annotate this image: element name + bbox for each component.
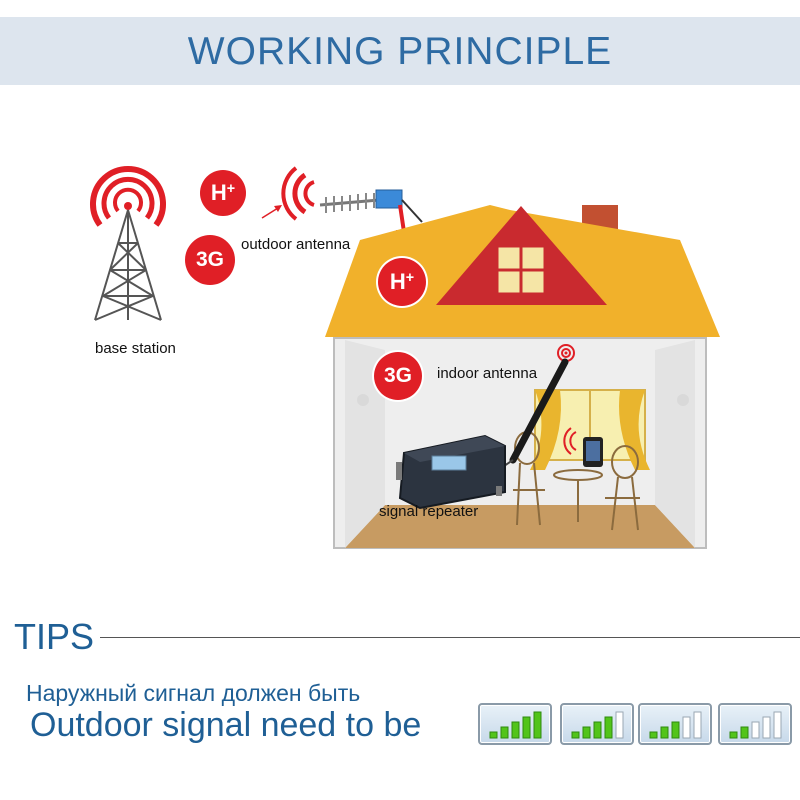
- title-banner: [0, 17, 800, 85]
- working-principle-diagram: [90, 166, 720, 549]
- signal-repeater-label: signal repeater: [379, 503, 479, 520]
- 3g-badge-outdoor: 3G: [185, 235, 235, 285]
- signal-strength-icon: [478, 703, 552, 745]
- signal-strength-icon: [638, 703, 712, 745]
- 3g-badge-indoor: 3G: [374, 352, 422, 400]
- signal-repeater-icon: [396, 434, 506, 510]
- signal-bar: [582, 726, 591, 739]
- outdoor-antenna-icon: [319, 189, 423, 223]
- page-title: WORKING PRINCIPLE: [187, 30, 613, 73]
- signal-bar: [671, 721, 680, 739]
- hplus-badge-outdoor: H+: [200, 170, 246, 216]
- signal-bar: [604, 716, 613, 739]
- signal-bar: [500, 726, 509, 739]
- signal-bar: [571, 731, 580, 739]
- signal-bar: [660, 726, 669, 739]
- signal-bar: [522, 716, 531, 739]
- hplus-badge-outdoor-plus: +: [226, 181, 236, 198]
- signal-bar: [740, 726, 749, 739]
- outdoor-antenna-label: outdoor antenna: [241, 236, 351, 253]
- base-station-tower-icon: [90, 166, 166, 321]
- tips-english-text: Outdoor signal need to be: [30, 706, 422, 744]
- signal-bar: [751, 721, 760, 739]
- signal-bar: [729, 731, 738, 739]
- 3g-badge-indoor-text: 3G: [383, 364, 412, 387]
- indoor-antenna-label: indoor antenna: [437, 365, 538, 382]
- signal-bar: [773, 711, 782, 739]
- signal-bar: [489, 731, 498, 739]
- signal-bar: [682, 716, 691, 739]
- mobile-phone-icon: [563, 427, 603, 467]
- hplus-badge-roof-plus: +: [405, 270, 415, 287]
- wall-lamp-icon: [357, 394, 689, 406]
- signal-bar: [511, 721, 520, 739]
- signal-bar: [762, 716, 771, 739]
- 3g-badge-outdoor-text: 3G: [195, 248, 224, 271]
- outdoor-antenna-waves-icon: [281, 166, 315, 221]
- signal-arrow-icon: [261, 205, 282, 219]
- tips-russian-text: Наружный сигнал должен быть: [26, 680, 361, 706]
- tips-divider: [100, 637, 800, 638]
- signal-bar: [533, 711, 542, 739]
- window-interior: [530, 389, 650, 470]
- signal-bar: [593, 721, 602, 739]
- hplus-badge-outdoor-text: H: [210, 180, 227, 205]
- hplus-badge-roof-text: H: [389, 269, 406, 294]
- signal-bar: [615, 711, 624, 739]
- signal-bar: [693, 711, 702, 739]
- tips-title: TIPS: [14, 616, 95, 657]
- signal-strength-icon: [560, 703, 634, 745]
- hplus-badge-roof: H+: [378, 258, 426, 306]
- base-station-label: base station: [95, 340, 176, 357]
- signal-strength-icon: [718, 703, 792, 745]
- signal-bar: [649, 731, 658, 739]
